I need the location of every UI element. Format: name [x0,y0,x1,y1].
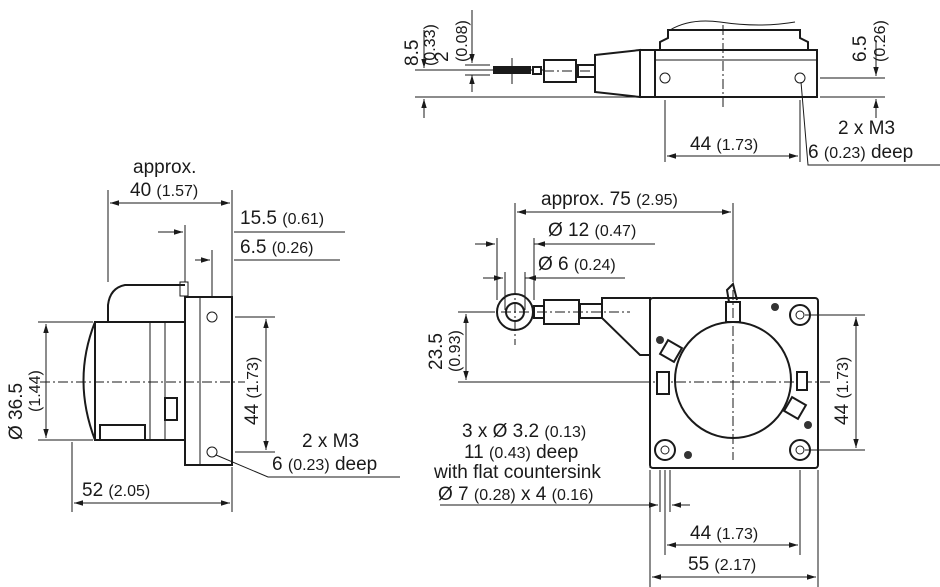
thread-note-line2: 6 (0.23) deep [808,142,913,163]
dim-36-5-inch: (1.44) [27,370,44,412]
hole-note-line1: 3 x Ø 3.2 (0.13) [462,421,586,442]
dim-75-label: approx. 75 (2.95) [541,189,678,210]
dim-12-label: Ø 12 (0.47) [548,220,636,241]
dim-44-label: 44 (1.73) [242,357,263,425]
dim-6-label: Ø 6 (0.24) [538,254,616,275]
dim-23-5-label: 23.5 [426,333,447,370]
dim-8-5-label: 8.5 (0.33) [402,24,439,66]
dim-40-prefix: approx. [133,157,196,178]
thread-note-line1: 2 x M3 [838,118,895,139]
top-view: 8.5 (0.33) 2(0.08) 6.5(0.26) 44 (1.73) 2… [402,10,940,166]
side-view: approx. 40 (1.57) 15.5 (0.61) 6.5 (0.26)… [6,157,400,512]
hole-note-line2: 11 (0.43) deep [464,442,578,463]
dim-44-vertical-label: 44 (1.73) [832,357,853,425]
dim-15-5-label: 15.5 (0.61) [240,208,324,229]
front-view: approx. 75 (2.95) Ø 12 (0.47) Ø 6 (0.24)… [426,189,865,587]
thread-note-line2: 6 (0.23) deep [272,454,377,475]
dim-36-5-label: Ø 36.5 [6,383,27,440]
hole-note-line3: with flat countersink [433,462,601,483]
dim-23-5-inch: (0.93) [447,330,464,372]
dim-55-label: 55 (2.17) [688,554,756,575]
hole-note-line4: Ø 7 (0.28) x 4 (0.16) [438,484,593,505]
dim-40-label: 40 (1.57) [130,180,198,201]
dim-6-5-label: 6.5 (0.26) [240,237,314,258]
dim-44-label: 44 (1.73) [690,134,758,155]
dim-44-horizontal-label: 44 (1.73) [690,523,758,544]
thread-note-line1: 2 x M3 [302,431,359,452]
mounting-hole [654,439,676,461]
dim-2-label: 2(0.08) [432,20,471,62]
dim-52-label: 52 (2.05) [82,480,150,501]
dim-6-5-label: 6.5(0.26) [850,20,889,62]
